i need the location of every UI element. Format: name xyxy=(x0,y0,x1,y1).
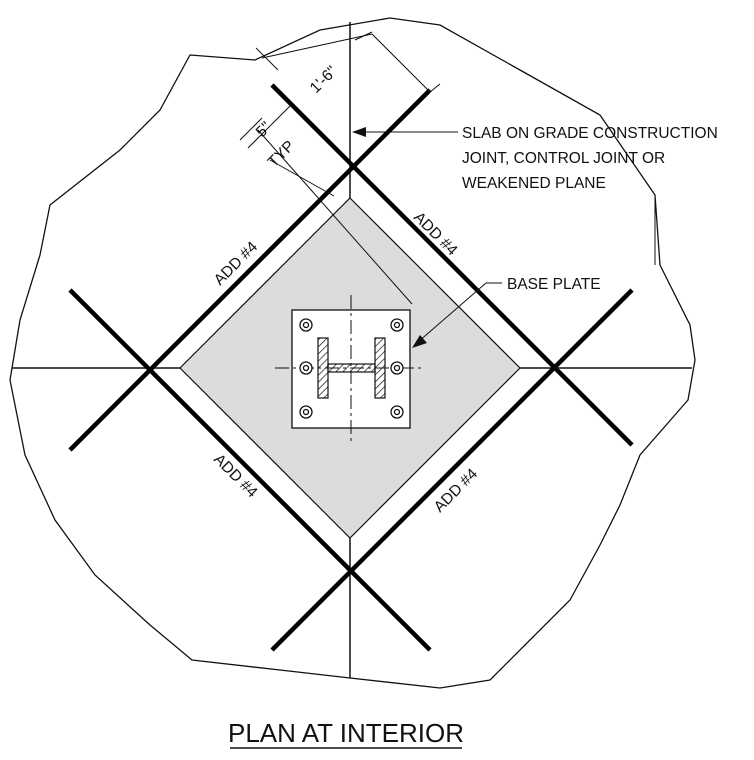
rebar-upper-right xyxy=(68,88,432,452)
dimension-edge-label: 5" xyxy=(253,119,275,141)
rebar-label-lower-right: ADD #4 xyxy=(431,465,482,516)
rebar-label-upper-right: ADD #4 xyxy=(410,209,461,260)
slab-break-outline xyxy=(9,17,696,689)
anchor-bolts xyxy=(299,318,404,419)
dimension-offset-label: 1'-6" xyxy=(307,63,341,97)
steel-column-section xyxy=(317,337,386,399)
joint-callout-line2: JOINT, CONTROL JOINT OR xyxy=(462,150,665,167)
base-plate-leader xyxy=(417,282,502,343)
joint-callout-line1: SLAB ON GRADE CONSTRUCTION xyxy=(462,125,718,142)
rebar-lower-tail xyxy=(348,568,432,652)
dimension-typ-label: TYP xyxy=(265,137,298,170)
rebar-upper-left xyxy=(68,288,352,572)
drawing-title: PLAN AT INTERIOR xyxy=(228,718,464,748)
joint-callout-leader xyxy=(358,131,656,265)
rebar-lower-right xyxy=(270,83,634,447)
joint-callout-arrow xyxy=(352,127,366,137)
rebar-lower-left xyxy=(270,288,634,652)
dimension-offset xyxy=(255,31,441,93)
base-plate-label: BASE PLATE xyxy=(507,276,601,293)
dimension-edge xyxy=(239,105,413,305)
joint-callout-line3: WEAKENED PLANE xyxy=(462,175,606,192)
base-plate-arrow xyxy=(412,335,427,348)
